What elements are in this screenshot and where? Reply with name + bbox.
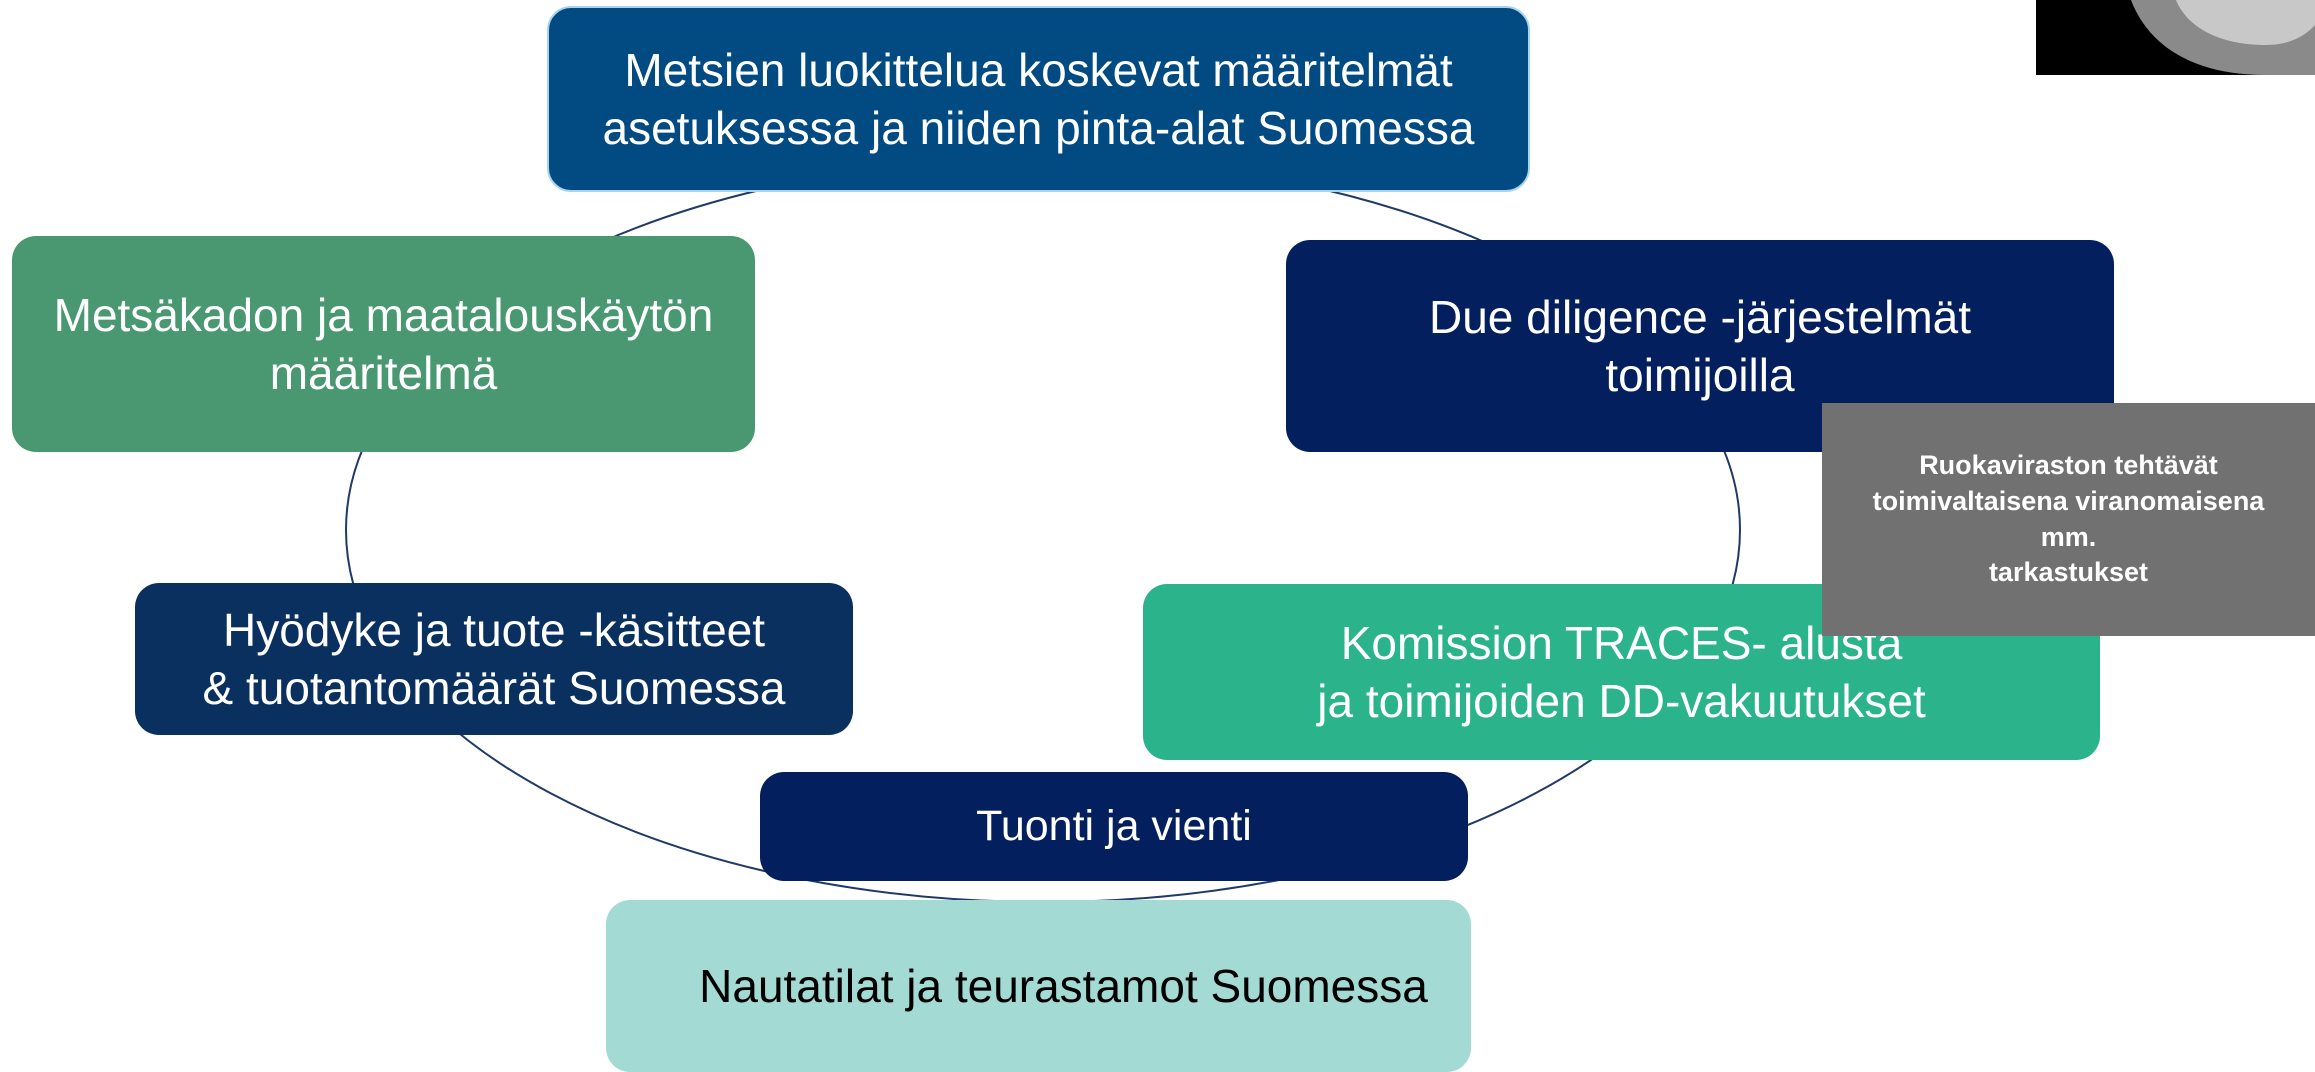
node-deforestation-definition-label: Metsäkadon ja maatalouskäytön määritelmä: [53, 288, 714, 399]
node-import-export-label: Tuonti ja vienti: [976, 802, 1252, 851]
node-import-export: Tuonti ja vienti: [760, 772, 1468, 881]
node-due-diligence-label: Due diligence -järjestelmät toimijoilla: [1428, 290, 1972, 401]
node-deforestation-definition: Metsäkadon ja maatalouskäytön määritelmä: [12, 236, 755, 452]
node-forest-definitions-label: Metsien luokittelua koskevat määritelmät…: [602, 43, 1475, 154]
node-commodity-concepts-label: Hyödyke ja tuote -käsitteet & tuotantomä…: [202, 603, 786, 714]
node-traces-platform-label: Komission TRACES- alusta ja toimijoiden …: [1317, 616, 1926, 727]
node-traces-platform: Komission TRACES- alusta ja toimijoiden …: [1143, 584, 2100, 760]
logo-fragment-icon: [2036, 0, 2315, 75]
node-commodity-concepts: Hyödyke ja tuote -käsitteet & tuotantomä…: [135, 583, 853, 735]
node-cattle-farms: Nautatilat ja teurastamot Suomessa: [606, 900, 1471, 1072]
node-cattle-farms-label: Nautatilat ja teurastamot Suomessa: [699, 959, 1428, 1012]
authority-tasks-callout: Ruokaviraston tehtävät toimivaltaisena v…: [1822, 403, 2315, 636]
authority-tasks-callout-label: Ruokaviraston tehtävät toimivaltaisena v…: [1872, 450, 2265, 588]
node-forest-definitions: Metsien luokittelua koskevat määritelmät…: [547, 6, 1530, 192]
